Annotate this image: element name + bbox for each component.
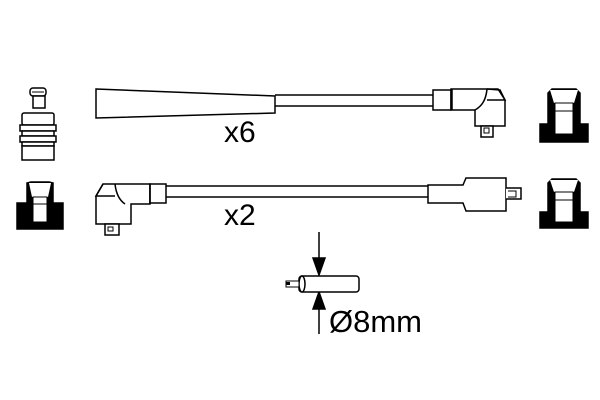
cable-2 xyxy=(94,177,522,236)
cable-1 xyxy=(95,88,507,138)
cable-1-quantity-label: x6 xyxy=(224,116,256,149)
sleeve-cap-right-bottom-icon xyxy=(539,178,589,229)
cable-2-quantity-label: x2 xyxy=(224,199,256,232)
wire-diameter-detail xyxy=(285,232,360,334)
sleeve-cap-left-icon xyxy=(16,181,64,230)
spark-plug-terminal-icon xyxy=(19,87,57,161)
wire-diameter-label: Ø8mm xyxy=(329,304,422,339)
sleeve-cap-right-top-icon xyxy=(539,88,589,143)
